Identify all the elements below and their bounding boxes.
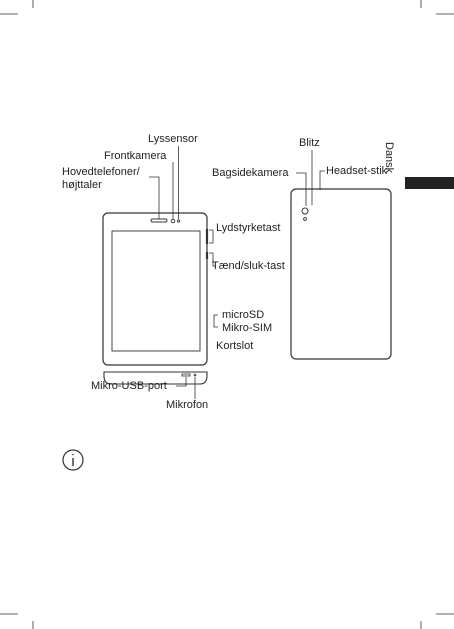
tablet-front: [102, 212, 209, 366]
back-body: [290, 188, 392, 360]
front-body: [102, 212, 208, 366]
tablet-back: [290, 188, 392, 360]
earpiece-label-line2: højttaler: [62, 179, 102, 191]
tablet-bottom: [103, 371, 208, 385]
front-leaders: [149, 146, 218, 328]
earpiece-slot: [150, 218, 168, 223]
microsd-label: microSD: [222, 309, 265, 321]
card-slot-label: Kortslot: [216, 340, 254, 352]
back-leaders: [296, 150, 325, 206]
micro-sim-label: Mikro-SIM: [222, 322, 273, 334]
light-sensor-label: Lyssensor: [148, 133, 198, 145]
front-camera-lens: [170, 218, 176, 224]
earpiece-label-line1: Hovedtelefoner/: [62, 166, 140, 178]
flash-led: [303, 217, 307, 221]
front-screen: [111, 230, 201, 352]
light-sensor-dot: [176, 219, 181, 223]
volume-key-label: Lydstyrketast: [216, 222, 281, 234]
rear-camera-label: Bagsidekamera: [212, 167, 289, 179]
info-circle-icon: [62, 449, 84, 471]
usb-port: [181, 373, 191, 377]
micro-usb-label: Mikro-USB-port: [91, 380, 167, 392]
front-camera-label: Frontkamera: [104, 150, 167, 162]
rear-camera-lens: [301, 207, 309, 215]
microphone-label: Mikrofon: [166, 399, 209, 411]
power-key-label: Tænd/sluk-tast: [212, 260, 285, 272]
language-tab-marker: [405, 177, 454, 189]
mic-hole: [193, 373, 197, 377]
headset-jack-label: Headset-stik: [326, 165, 388, 177]
flash-label: Blitz: [299, 137, 320, 149]
bottom-leaders: [176, 377, 196, 399]
